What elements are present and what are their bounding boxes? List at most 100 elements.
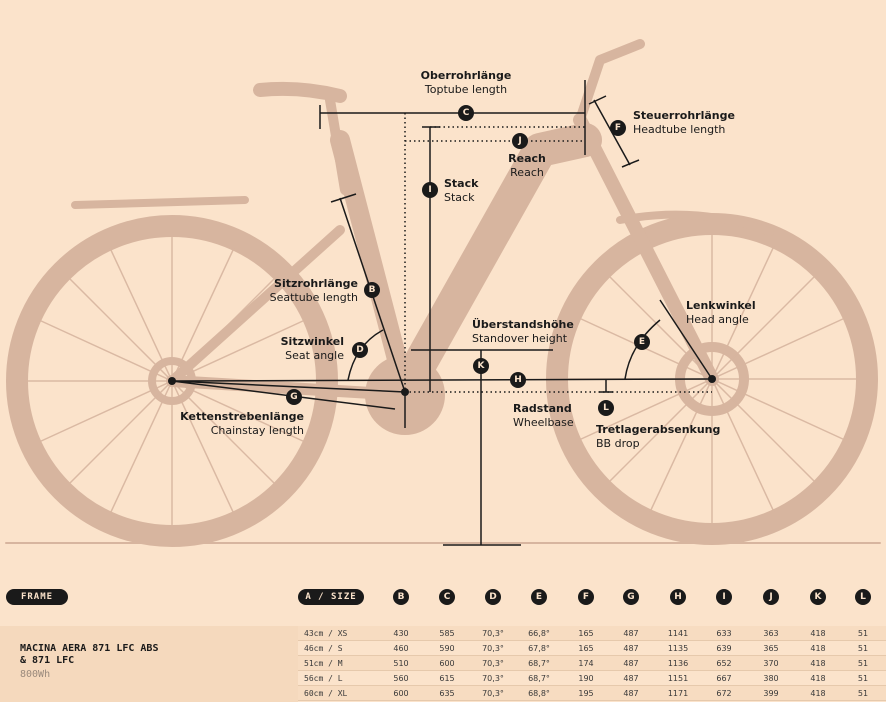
- label-headtube: Steuerrohrlänge Headtube length: [633, 109, 735, 136]
- value-cell-J: 365: [763, 644, 779, 653]
- svg-text:F: F: [615, 123, 621, 133]
- value-cell-I: 672: [716, 689, 732, 698]
- svg-text:Tretlagerabsenkung: Tretlagerabsenkung: [596, 423, 720, 436]
- bike-silhouette: [5, 39, 881, 547]
- svg-text:Radstand: Radstand: [513, 402, 572, 415]
- label-reach: Reach Reach: [508, 152, 546, 179]
- value-cell-G: 487: [623, 659, 639, 668]
- value-cell-F: 165: [578, 629, 594, 638]
- label-bb-drop: Tretlagerabsenkung BB drop: [596, 423, 720, 450]
- value-cell-I: 652: [716, 659, 732, 668]
- svg-text:D: D: [356, 345, 363, 355]
- value-cell-F: 165: [578, 644, 594, 653]
- value-cell-K: 418: [810, 689, 826, 698]
- column-header-D: D: [485, 589, 501, 605]
- svg-text:L: L: [603, 403, 609, 413]
- svg-text:I: I: [428, 185, 431, 195]
- svg-text:Lenkwinkel: Lenkwinkel: [686, 299, 756, 312]
- value-cell-H: 1141: [667, 629, 689, 638]
- svg-text:Standover height: Standover height: [472, 332, 568, 345]
- label-wheelbase: Radstand Wheelbase: [513, 402, 574, 429]
- value-cell-D: 70,3°: [482, 674, 504, 683]
- value-cell-L: 51: [857, 689, 869, 698]
- measurement-lines: [168, 80, 716, 546]
- model-info: MACINA AERA 871 LFC ABS & 871 LFC 800Wh: [0, 626, 298, 702]
- size-cell: 60cm / XL: [304, 689, 348, 698]
- svg-text:H: H: [514, 375, 522, 385]
- value-cell-L: 51: [857, 629, 869, 638]
- label-standover: Überstandshöhe Standover height: [472, 317, 574, 345]
- label-stack: Stack Stack: [444, 177, 479, 204]
- svg-text:Seattube length: Seattube length: [270, 291, 358, 304]
- value-cell-K: 418: [810, 644, 826, 653]
- svg-text:Chainstay length: Chainstay length: [211, 424, 304, 437]
- column-header-H: H: [670, 589, 686, 605]
- value-cell-E: 68,7°: [528, 659, 550, 668]
- marker-C: C: [458, 105, 474, 121]
- value-cell-C: 635: [439, 689, 455, 698]
- model-name: MACINA AERA 871 LFC ABS & 871 LFC: [20, 643, 159, 666]
- value-cell-G: 487: [623, 689, 639, 698]
- svg-text:E: E: [639, 337, 645, 347]
- marker-D: D: [352, 342, 368, 358]
- column-header-B: B: [393, 589, 409, 605]
- label-seattube: Sitzrohrlänge Seattube length: [270, 277, 358, 304]
- value-cell-K: 418: [810, 629, 826, 638]
- marker-E: E: [634, 334, 650, 350]
- label-chainstay: Kettenstrebenlänge Chainstay length: [180, 410, 304, 437]
- marker-J: J: [512, 133, 528, 149]
- size-cell: 51cm / M: [304, 659, 343, 668]
- value-cell-G: 487: [623, 644, 639, 653]
- column-header-K: K: [810, 589, 826, 605]
- value-cell-C: 590: [439, 644, 455, 653]
- svg-text:G: G: [290, 392, 297, 402]
- value-cell-D: 70,3°: [482, 644, 504, 653]
- value-cell-F: 195: [578, 689, 594, 698]
- value-cell-G: 487: [623, 629, 639, 638]
- value-cell-D: 70,3°: [482, 689, 504, 698]
- marker-G: G: [286, 389, 302, 405]
- value-cell-K: 418: [810, 674, 826, 683]
- svg-text:Reach: Reach: [508, 152, 546, 165]
- svg-text:B: B: [369, 285, 376, 295]
- value-cell-C: 585: [439, 629, 455, 638]
- marker-L: L: [598, 400, 614, 416]
- value-cell-D: 70,3°: [482, 629, 504, 638]
- svg-text:Sitzwinkel: Sitzwinkel: [281, 335, 344, 348]
- column-header-J: J: [763, 589, 779, 605]
- value-cell-B: 600: [393, 689, 409, 698]
- svg-text:Wheelbase: Wheelbase: [513, 416, 574, 429]
- column-header-L: L: [855, 589, 871, 605]
- size-header: A / SIZE: [298, 589, 364, 605]
- svg-text:Kettenstrebenlänge: Kettenstrebenlänge: [180, 410, 304, 423]
- value-cell-H: 1136: [667, 659, 689, 668]
- model-battery: 800Wh: [20, 669, 51, 680]
- value-cell-D: 70,3°: [482, 659, 504, 668]
- value-cell-B: 460: [393, 644, 409, 653]
- value-cell-L: 51: [857, 644, 869, 653]
- svg-text:Head angle: Head angle: [686, 313, 749, 326]
- value-cell-I: 667: [716, 674, 732, 683]
- value-cell-E: 68,7°: [528, 674, 550, 683]
- value-cell-J: 399: [763, 689, 779, 698]
- svg-text:Toptube length: Toptube length: [424, 83, 507, 96]
- value-cell-H: 1151: [667, 674, 689, 683]
- marker-B: B: [364, 282, 380, 298]
- value-cell-G: 487: [623, 674, 639, 683]
- label-seat-angle: Sitzwinkel Seat angle: [281, 335, 345, 362]
- value-cell-K: 418: [810, 659, 826, 668]
- marker-K: K: [473, 358, 489, 374]
- value-cell-C: 600: [439, 659, 455, 668]
- svg-text:Oberrohrlänge: Oberrohrlänge: [421, 69, 512, 82]
- value-cell-C: 615: [439, 674, 455, 683]
- value-cell-H: 1135: [667, 644, 689, 653]
- value-cell-E: 66,8°: [528, 629, 550, 638]
- marker-F: F: [610, 120, 626, 136]
- marker-I: I: [422, 182, 438, 198]
- svg-text:Headtube length: Headtube length: [633, 123, 725, 136]
